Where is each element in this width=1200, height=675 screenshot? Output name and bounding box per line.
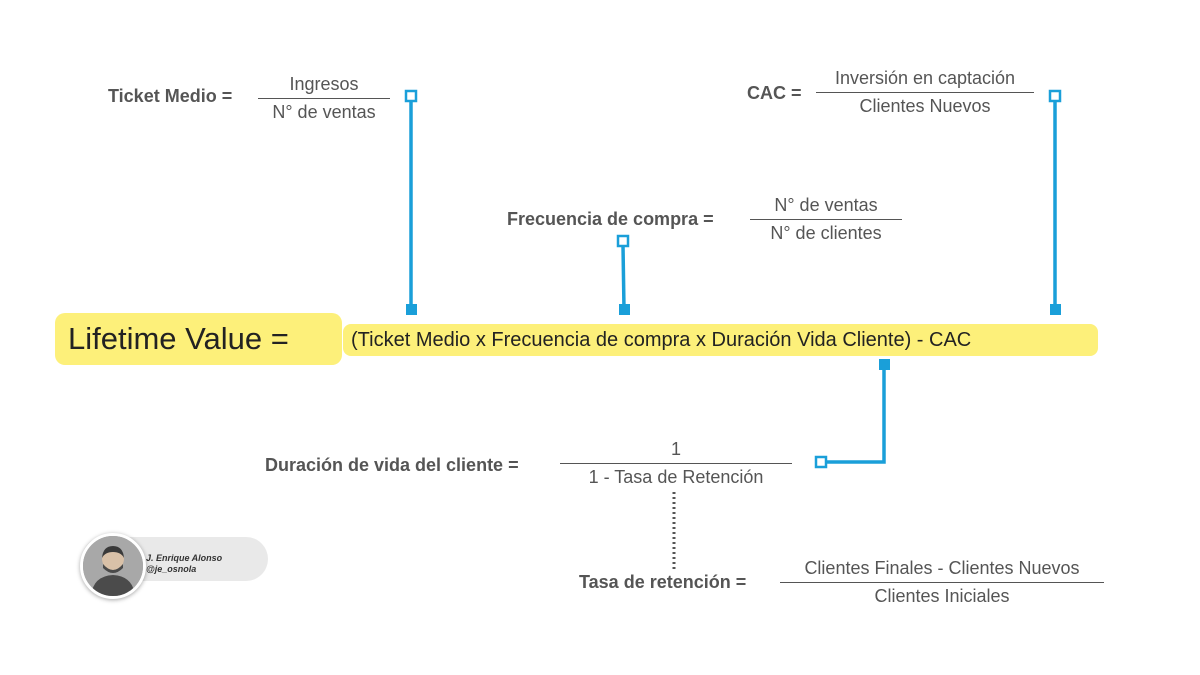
tasa-numerator: Clientes Finales - Clientes Nuevos xyxy=(804,558,1080,578)
author-name: J. Enrique Alonso xyxy=(146,553,223,563)
cac-label: CAC = xyxy=(747,83,802,103)
ticket-medio-numerator: Ingresos xyxy=(289,74,359,94)
tasa-fraction: Clientes Finales - Clientes Nuevos Clien… xyxy=(780,558,1104,607)
solid-node-frecuencia xyxy=(619,304,630,315)
cac-fraction: Inversión en captación Clientes Nuevos xyxy=(816,68,1034,117)
duracion-label: Duración de vida del cliente = xyxy=(265,455,519,475)
tasa-denominator: Clientes Iniciales xyxy=(780,582,1104,607)
frecuencia-denominator: N° de clientes xyxy=(750,219,902,244)
solid-node-ticket-medio xyxy=(406,304,417,315)
person-icon xyxy=(83,536,143,596)
hollow-node-cac xyxy=(1048,89,1062,103)
connector-frecuencia xyxy=(621,245,626,310)
duracion-denominator: 1 - Tasa de Retención xyxy=(560,463,792,488)
duracion-fraction: 1 1 - Tasa de Retención xyxy=(560,439,792,488)
ticket-medio-label: Ticket Medio = xyxy=(108,86,233,106)
solid-node-duracion xyxy=(879,359,890,370)
cac-denominator: Clientes Nuevos xyxy=(816,92,1034,117)
frecuencia-label: Frecuencia de compra = xyxy=(507,209,714,229)
hollow-node-ticket-medio xyxy=(404,89,418,103)
author-handle: @je_osnola xyxy=(146,564,197,574)
ticket-medio-denominator: N° de ventas xyxy=(258,98,390,123)
frecuencia-fraction: N° de ventas N° de clientes xyxy=(750,195,902,244)
lifetime-value-formula: (Ticket Medio x Frecuencia de compra x D… xyxy=(343,324,1098,356)
duracion-numerator: 1 xyxy=(670,439,681,459)
tasa-label: Tasa de retención = xyxy=(579,572,747,592)
author-avatar xyxy=(80,533,146,599)
connector-duracion xyxy=(826,368,886,464)
solid-node-cac xyxy=(1050,304,1061,315)
lifetime-value-label: Lifetime Value = xyxy=(55,313,342,365)
hollow-node-frecuencia xyxy=(616,234,630,248)
frecuencia-numerator: N° de ventas xyxy=(774,195,878,215)
ticket-medio-fraction: Ingresos N° de ventas xyxy=(258,74,390,123)
hollow-node-duracion xyxy=(814,455,828,469)
cac-numerator: Inversión en captación xyxy=(834,68,1016,88)
